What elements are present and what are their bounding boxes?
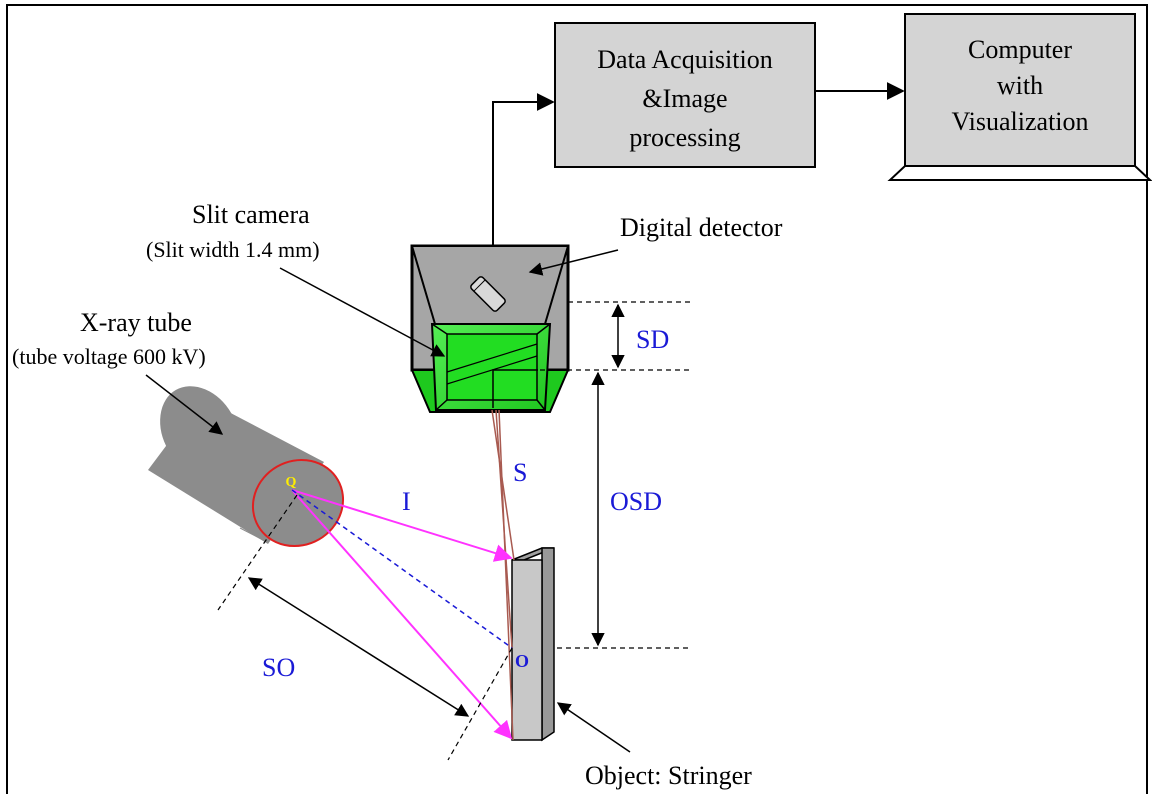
data-acquisition-line-3: processing <box>629 123 740 152</box>
object-label: Object: Stringer <box>585 761 752 790</box>
tube-voltage-label: (tube voltage 600 kV) <box>12 344 206 369</box>
data-acquisition-box: Data Acquisition &Image processing <box>554 22 816 168</box>
slit-camera-label: Slit camera <box>192 200 310 229</box>
i-label: I <box>402 487 411 516</box>
arrow-to-data-acquisition <box>492 93 555 246</box>
s-label: S <box>513 458 527 487</box>
slit-width-label: (Slit width 1.4 mm) <box>146 237 320 262</box>
stringer-front <box>511 559 543 741</box>
bevel-line-tl <box>431 323 448 335</box>
xray-tube-label: X-ray tube <box>80 308 192 337</box>
detector-face <box>446 333 538 401</box>
xray-tube <box>148 386 345 548</box>
source-point-q: Q <box>286 475 297 490</box>
stringer-object <box>511 547 555 742</box>
slit-line-1 <box>446 343 538 373</box>
slit-line-2 <box>446 355 538 385</box>
so-dimension <box>247 577 470 717</box>
osd-label: OSD <box>610 487 662 516</box>
computer-line-2: with <box>997 71 1043 100</box>
prism-icon <box>470 276 506 312</box>
tube-top-edge <box>162 411 263 470</box>
data-acquisition-line-2: &Image <box>642 84 727 113</box>
so-label: SO <box>262 653 295 682</box>
object-point-o: O <box>515 651 529 671</box>
slit-camera <box>410 244 570 413</box>
data-acquisition-box-rect <box>554 22 816 168</box>
bevel-line-br <box>536 399 546 411</box>
computer-box: Computer with Visualization <box>887 13 1152 181</box>
so-ref-line-2 <box>447 647 513 761</box>
tube-bottom-edge <box>239 527 268 543</box>
computer-screen <box>904 13 1136 167</box>
tube-back <box>160 386 240 478</box>
ray-s-3 <box>498 409 514 741</box>
digital-detector-label: Digital detector <box>620 213 783 242</box>
computer-line-3: Visualization <box>951 107 1088 136</box>
slit-center-marker <box>492 369 538 408</box>
slit-camera-pointer <box>279 267 446 357</box>
ray-i-bottom <box>291 489 513 740</box>
object-pointer <box>556 702 631 753</box>
ray-central-dashed <box>291 489 513 649</box>
data-acquisition-line-1: Data Acquisition <box>597 45 772 74</box>
ray-s-1 <box>491 409 515 561</box>
computer-base <box>887 165 1152 181</box>
computer-line-1: Computer <box>968 35 1072 64</box>
bevel-line-bl <box>435 399 448 411</box>
sd-label: SD <box>636 325 669 354</box>
xray-tube-pointer <box>145 374 224 435</box>
bevel-line-tr <box>536 323 551 335</box>
tube-front-face <box>251 458 345 548</box>
stringer-side <box>541 547 555 742</box>
ray-i-top <box>291 489 513 562</box>
digital-detector-pointer <box>528 249 619 276</box>
